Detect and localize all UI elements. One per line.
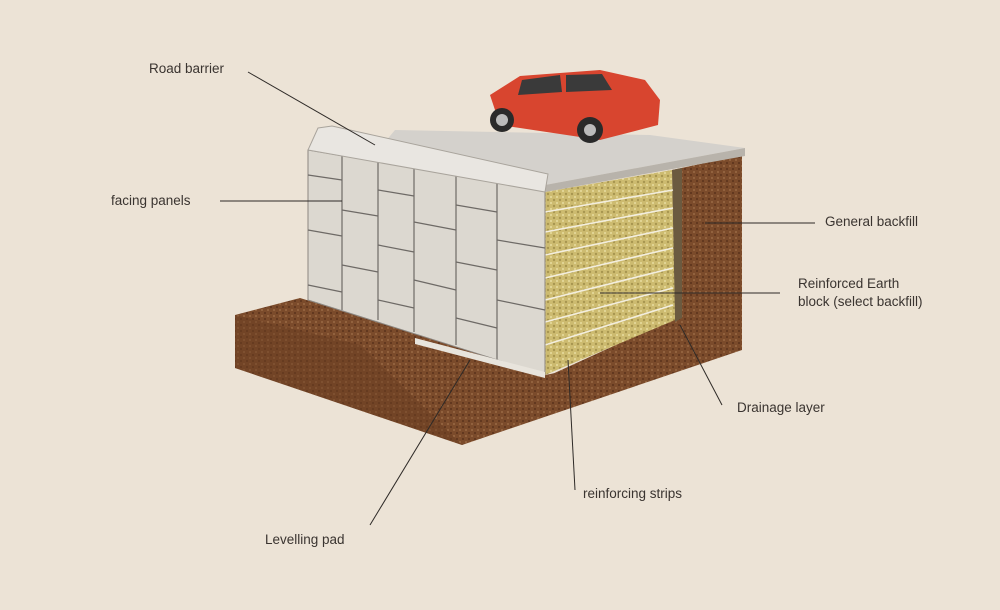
road-deck [380, 130, 745, 185]
general-backfill [548, 155, 742, 376]
panel-joints [307, 156, 546, 360]
label-drainage-layer: Drainage layer [737, 400, 825, 415]
select-backfill-block [545, 170, 675, 375]
reinforcing-strips [544, 189, 674, 346]
label-road-barrier: Road barrier [149, 61, 225, 76]
levelling-pad [415, 338, 545, 378]
label-facing-panels: facing panels [111, 193, 191, 208]
label-general-backfill: General backfill [825, 214, 919, 229]
drainage-layer [672, 168, 682, 322]
label-reinforcing-strips: reinforcing strips [583, 486, 683, 501]
label-reinforced-earth-1: Reinforced Earth [798, 276, 900, 291]
label-levelling-pad: Levelling pad [265, 532, 345, 547]
foundation-soil-front [235, 315, 462, 445]
car [490, 70, 660, 143]
leader-lines [220, 71, 815, 526]
label-reinforced-earth-2: block (select backfill) [798, 294, 923, 309]
road-deck-edge [545, 148, 745, 192]
road-barrier [307, 125, 549, 193]
